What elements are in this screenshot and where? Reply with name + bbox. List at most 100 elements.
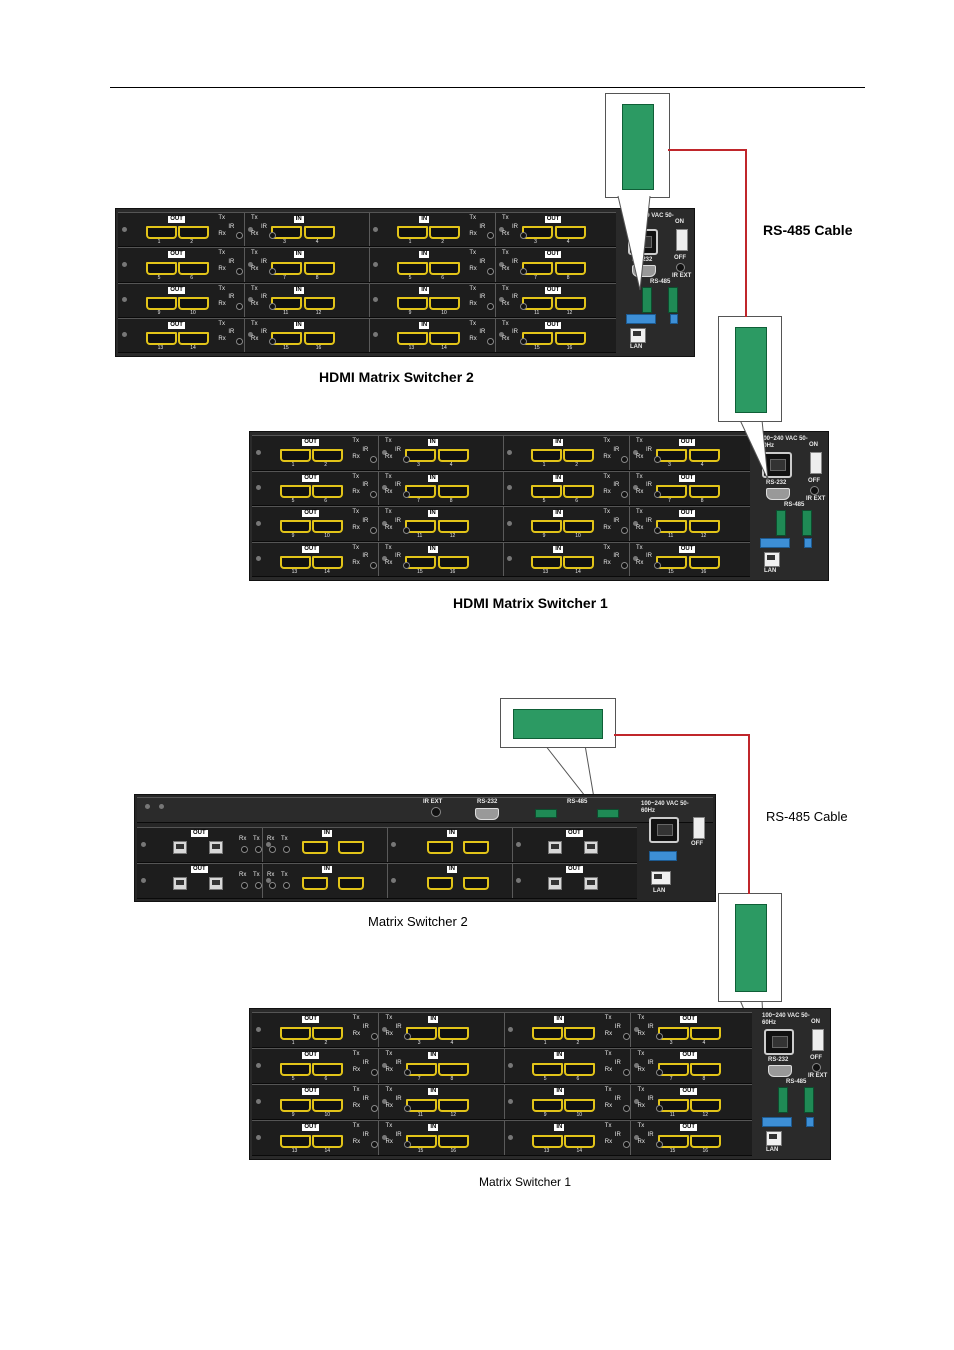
- port-number: 12: [702, 1111, 709, 1118]
- screw-icon: [122, 226, 127, 232]
- ir-label: IR: [362, 446, 369, 453]
- tx-label: Tx: [469, 215, 477, 221]
- screw-icon: [507, 556, 512, 562]
- in-label: IN: [293, 321, 304, 329]
- out-label: OUT: [302, 439, 319, 446]
- jack-icon: [654, 491, 662, 499]
- screw-icon: [122, 332, 127, 338]
- screw-icon: [256, 556, 261, 562]
- rx-label: Rx: [469, 265, 477, 272]
- port-number: 4: [566, 239, 570, 246]
- port-number: 3: [669, 1039, 673, 1046]
- jack-icon: [622, 1068, 630, 1076]
- rs485-label: RS-485: [567, 799, 588, 805]
- hdmi-port-icon: [429, 332, 461, 346]
- port-number: 9: [543, 1111, 547, 1118]
- rs232-port-icon: [768, 1065, 792, 1077]
- rs232-label: RS-232: [766, 480, 787, 486]
- card-divider: [504, 1049, 505, 1083]
- hdmi-port-icon: [279, 1098, 311, 1112]
- tx-label: Tx: [352, 1015, 360, 1021]
- port-number: 3: [417, 462, 420, 469]
- card-divider: [377, 507, 379, 541]
- card-divider: [628, 507, 630, 541]
- jack-icon: [487, 302, 495, 310]
- hdmi-port-icon: [312, 1134, 344, 1148]
- card-divider: [504, 1121, 505, 1155]
- screw-icon: [508, 1027, 513, 1032]
- out-label: OUT: [191, 830, 208, 837]
- tx-label: Tx: [604, 1123, 612, 1129]
- port-number: 15: [417, 568, 423, 575]
- hdmi-port-icon: [396, 261, 428, 275]
- card-divider: [369, 248, 370, 282]
- jack-icon: [403, 526, 411, 534]
- hdmi-port-icon: [279, 484, 311, 498]
- rx-label: Rx: [636, 560, 644, 567]
- card-divider: [243, 213, 245, 247]
- out-label: OUT: [302, 1124, 320, 1131]
- in-label: IN: [419, 251, 430, 259]
- port-number: 9: [542, 533, 546, 540]
- port-number: 14: [441, 345, 447, 352]
- tx-label: Tx: [251, 215, 258, 221]
- port-number: 14: [324, 568, 330, 575]
- port-number: 16: [315, 345, 322, 352]
- rx-label: Rx: [604, 1067, 613, 1073]
- ir-label: IR: [395, 1131, 402, 1138]
- tx-label: Tx: [352, 1087, 360, 1093]
- port-number: 2: [575, 462, 579, 469]
- screw-icon: [382, 1063, 387, 1068]
- jack-icon: [655, 1032, 663, 1040]
- hdmi-port-icon: [564, 1026, 596, 1040]
- dip-switch-icon: [804, 538, 812, 548]
- card-divider: [377, 436, 379, 470]
- in-label: IN: [427, 439, 438, 446]
- power-switch-icon: [810, 452, 822, 474]
- terminal-icon: [802, 510, 812, 536]
- card-divider: [628, 542, 630, 576]
- in-label: IN: [427, 474, 438, 482]
- tx-label: Tx: [352, 473, 360, 480]
- port-number: 7: [417, 497, 420, 504]
- hdmi-port-icon: [563, 484, 595, 498]
- jack-icon: [621, 562, 629, 570]
- port-number: 8: [449, 497, 453, 504]
- ir-label: IR: [261, 223, 268, 230]
- screw-icon: [145, 804, 150, 809]
- port-number: 4: [702, 1039, 706, 1046]
- screw-icon: [634, 1099, 639, 1104]
- rx-label: Rx: [385, 1103, 393, 1109]
- in-label: IN: [428, 1052, 439, 1059]
- rs485-cable-line: [668, 149, 746, 151]
- tx-label: Tx: [251, 250, 258, 257]
- hdmi-port-icon: [279, 520, 311, 534]
- port-number: 11: [668, 533, 674, 540]
- jack-icon: [255, 846, 262, 853]
- hdmi-port-icon: [531, 1062, 563, 1076]
- port-number: 2: [441, 239, 445, 246]
- on-label: ON: [809, 442, 818, 448]
- hdmi-port-icon: [145, 261, 177, 275]
- screw-icon: [122, 261, 127, 267]
- port-number: 15: [669, 1147, 676, 1154]
- rs232-label: RS-232: [768, 1057, 789, 1063]
- out-label: OUT: [544, 321, 562, 329]
- jack-icon: [370, 1104, 378, 1112]
- off-label: OFF: [808, 478, 820, 484]
- dip-switch-icon: [649, 851, 677, 861]
- port-number: 2: [324, 1039, 328, 1046]
- port-number: 4: [700, 462, 704, 469]
- hdmi-port-icon: [145, 332, 177, 346]
- hdmi-port-icon: [312, 1026, 344, 1040]
- port-number: 3: [417, 1039, 421, 1046]
- tx-label: Tx: [352, 1051, 360, 1057]
- ir-label: IR: [362, 1023, 369, 1030]
- device-caption: Matrix Switcher 2: [368, 914, 468, 929]
- port-number: 1: [408, 239, 412, 246]
- rs485-connector-callout-top: [500, 698, 616, 748]
- ir-label: IR: [512, 294, 519, 301]
- port-number: 2: [190, 239, 194, 246]
